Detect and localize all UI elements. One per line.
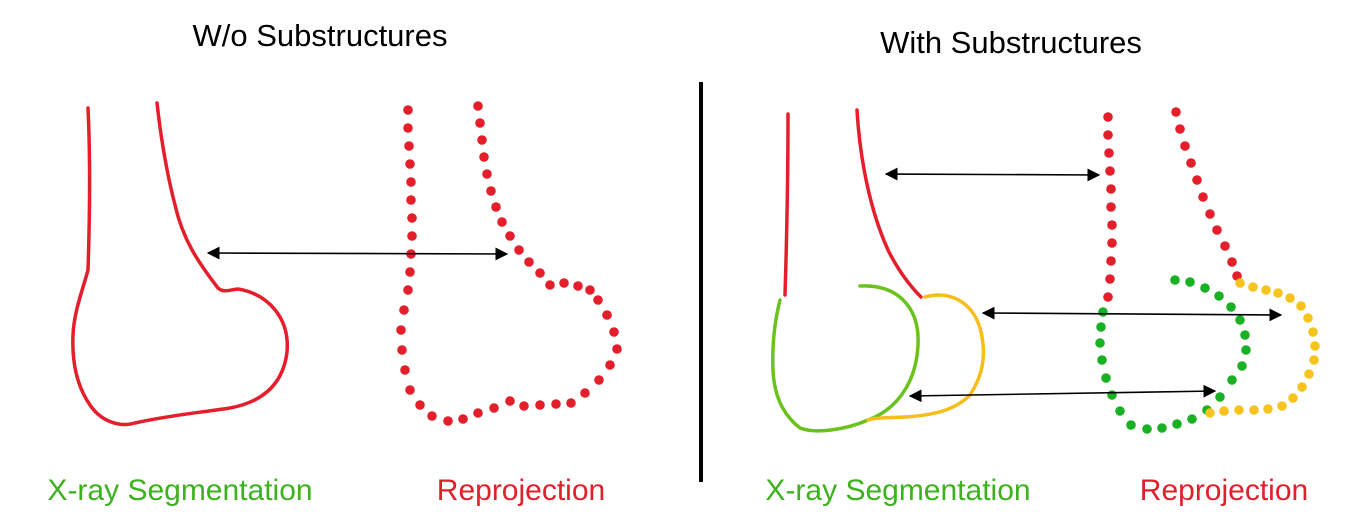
reprojection-dots-yellow-right [1205,278,1320,418]
correspondence-arrow-shaft [884,167,1101,182]
segmentation-substructure-green [771,284,920,433]
segmentation-label-left: X-ray Segmentation [47,474,313,507]
reprojection-label-left: Reprojection [436,474,606,507]
segmentation-shaft-right-edge [855,108,923,299]
segmentation-outline-left [71,101,289,427]
panel-title-left: W/o Substructures [192,18,448,53]
segmentation-shaft-left-edge [783,112,790,297]
panel-title-right: With Substructures [880,25,1142,60]
reprojection-dots-left [396,101,622,426]
correspondence-arrow-left [206,246,509,261]
correspondence-arrow-green [908,384,1217,403]
segmentation-substructure-yellow [866,293,986,422]
reprojection-dots-red-right [1103,107,1242,302]
reprojection-label-right: Reprojection [1139,474,1309,507]
reprojection-dots-green-right [1095,275,1251,434]
correspondence-arrow-yellow [981,306,1283,322]
segmentation-label-right: X-ray Segmentation [765,474,1031,507]
